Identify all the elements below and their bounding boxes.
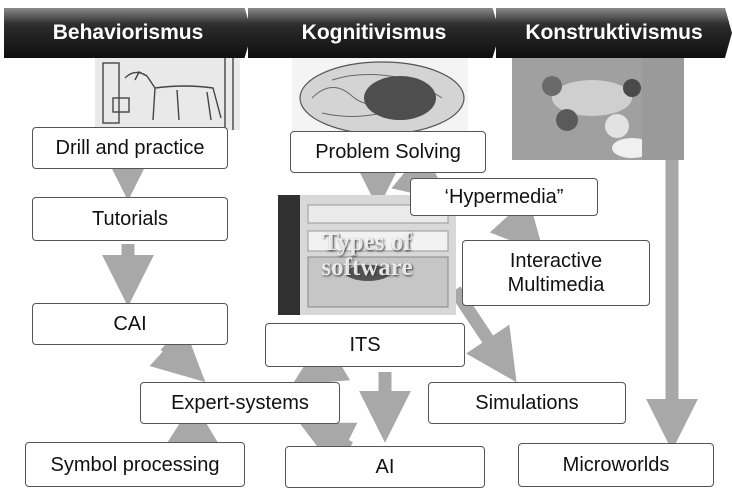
node-label: ITS bbox=[349, 334, 381, 356]
node-symbol-processing: Symbol processing bbox=[25, 442, 245, 487]
header-label: Kognitivismus bbox=[301, 21, 447, 44]
node-label: Drill and practice bbox=[55, 137, 205, 159]
node-microworlds: Microworlds bbox=[518, 443, 714, 487]
node-tutorials: Tutorials bbox=[32, 197, 228, 241]
node-drill-and-practice: Drill and practice bbox=[32, 127, 228, 169]
group-learning-photo bbox=[512, 58, 684, 160]
node-hypermedia: ‘Hypermedia” bbox=[410, 178, 598, 216]
header-behaviorismus: Behaviorismus bbox=[4, 8, 252, 58]
header-label: Behaviorismus bbox=[52, 21, 204, 44]
node-label: Symbol processing bbox=[50, 453, 220, 476]
brain-illustration-photo bbox=[292, 58, 468, 138]
arrow-expert-symbol bbox=[162, 401, 221, 451]
header-label: Konstruktivismus bbox=[525, 21, 703, 44]
arrow-ai-expert bbox=[299, 422, 358, 470]
arrow-hypermedia-interactive bbox=[489, 197, 544, 254]
arrow-cai-expert bbox=[149, 327, 206, 383]
node-problem-solving: Problem Solving bbox=[290, 131, 486, 173]
node-label: ‘Hypermedia” bbox=[444, 186, 564, 208]
node-its: ITS bbox=[265, 323, 465, 367]
node-label: Expert-systems bbox=[171, 392, 309, 414]
node-ai: AI bbox=[285, 446, 485, 488]
node-cai: CAI bbox=[32, 303, 228, 345]
node-label: Multimedia bbox=[507, 274, 605, 296]
header-kognitivismus: Kognitivismus bbox=[248, 8, 500, 58]
node-expert-systems: Expert-systems bbox=[140, 382, 340, 424]
node-label: Interactive bbox=[509, 250, 603, 272]
node-simulations: Simulations bbox=[428, 382, 626, 424]
node-label: CAI bbox=[113, 313, 147, 335]
header-konstruktivismus: Konstruktivismus bbox=[496, 8, 732, 58]
node-interactive-multimedia: Interactive Multimedia bbox=[462, 240, 650, 306]
dog-experiment-photo bbox=[95, 58, 240, 130]
node-label: Problem Solving bbox=[315, 141, 461, 163]
node-label: Tutorials bbox=[92, 208, 168, 230]
node-label: Microworlds bbox=[562, 454, 670, 476]
node-label: Simulations bbox=[475, 392, 579, 414]
node-label: AI bbox=[375, 456, 395, 478]
